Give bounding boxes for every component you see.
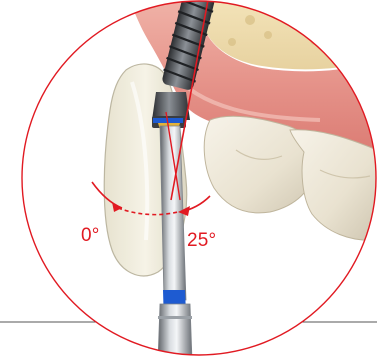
- angle-label-25: 25°: [187, 231, 216, 250]
- angle-label-0: 0°: [81, 226, 100, 245]
